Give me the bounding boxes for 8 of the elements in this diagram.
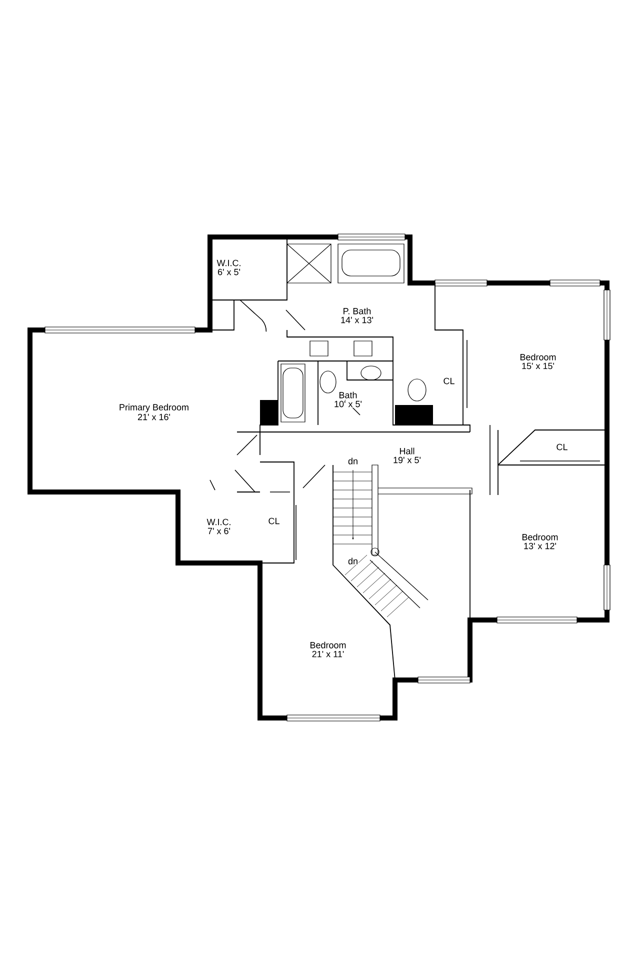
stair-label: dn [348,457,358,465]
room-label: Hall [398,447,416,455]
room-label: Bedroom [519,353,557,361]
room-label: Bedroom [309,641,347,649]
stair-label: dn [348,557,358,565]
room-label: Bath [338,391,358,399]
room-label: P. Bath [342,307,372,315]
room-label: Bedroom [521,533,559,541]
